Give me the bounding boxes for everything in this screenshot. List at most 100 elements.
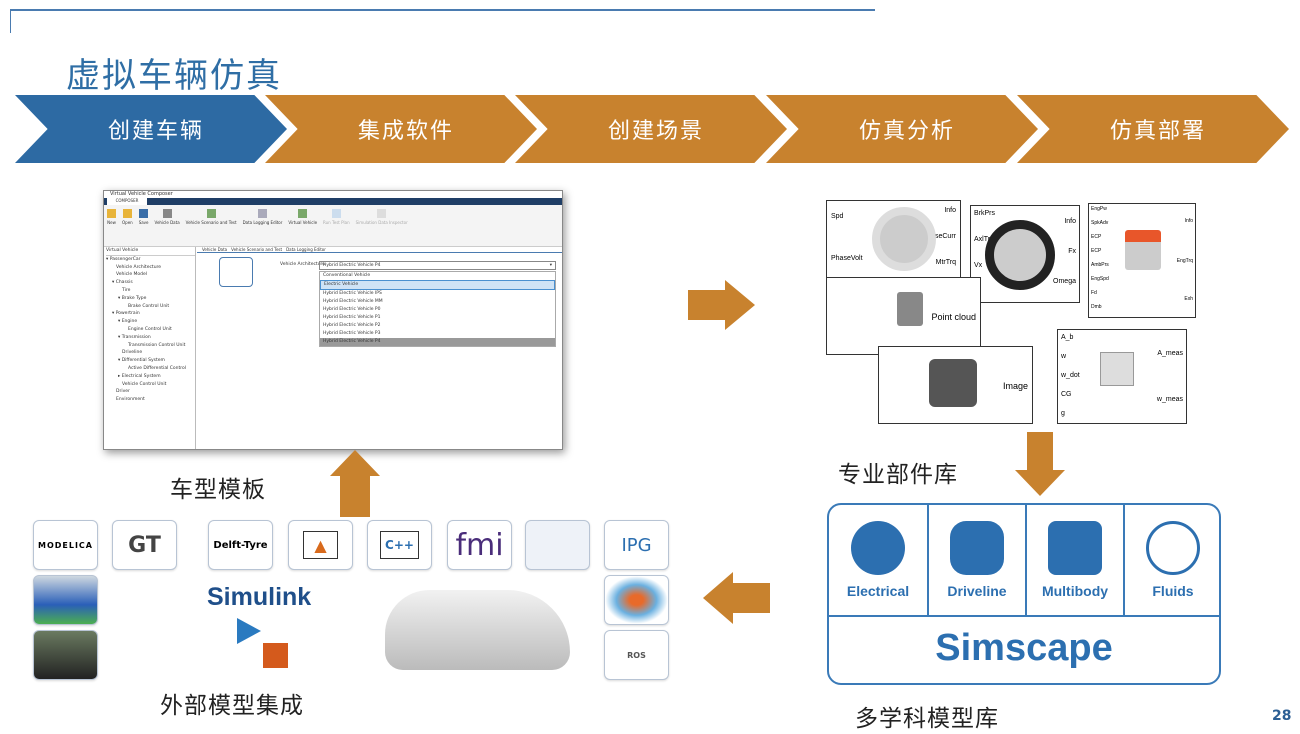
- camera-block: Image: [878, 346, 1033, 424]
- logo-gt: GT: [112, 520, 177, 570]
- field-label: Vehicle Architecture: [280, 262, 326, 267]
- simscape-title: Simscape: [935, 627, 1113, 669]
- subtabs: Vehicle Data Vehicle Scenario and Test D…: [197, 247, 562, 253]
- tree-item[interactable]: ▾ Powertrain: [112, 311, 140, 317]
- divider: [829, 615, 1219, 617]
- engine-block: EngPw SpkAdv ECP ECP AmbPrs EngSpd Fd Dm…: [1088, 203, 1196, 318]
- domain-fluids: Fluids: [1123, 505, 1221, 615]
- tree-item[interactable]: ▾ Differential System: [118, 358, 165, 364]
- simscape-panel: Electrical Driveline Multibody Fluids Si…: [827, 503, 1221, 685]
- slide-title: 虚拟车辆仿真: [66, 56, 282, 96]
- motor-block: Spd PhaseVolt Info PhaseCurr MtrTrq: [826, 200, 961, 280]
- document-thumbnail: [525, 520, 590, 570]
- imu-block: A_b w w_dot CG g A_meas w_meas: [1057, 329, 1187, 424]
- tree-item[interactable]: Environment: [116, 397, 145, 403]
- step-label: 仿真部署: [1109, 119, 1206, 144]
- tree-item[interactable]: Brake Control Unit: [128, 303, 170, 309]
- chassis-icon: [219, 257, 253, 287]
- tree-item[interactable]: Vehicle Control Unit: [122, 381, 167, 387]
- arrow-right-icon: [725, 280, 755, 330]
- wheel-icon: [985, 220, 1055, 290]
- arrow-up-icon: [330, 450, 380, 476]
- option[interactable]: Hybrid Electric Vehicle P2: [323, 323, 381, 328]
- ribbon-sdi[interactable]: Simulation Data Inspector: [356, 209, 408, 242]
- option[interactable]: Hybrid Electric Vehicle P1: [323, 315, 381, 320]
- tree-item[interactable]: ▾ Transmission: [118, 334, 151, 340]
- lidar-block: Point cloud: [826, 277, 981, 355]
- label-vehicle-templates: 车型模板: [170, 477, 266, 503]
- car-xray-image: [385, 590, 570, 670]
- ribbon-new[interactable]: New: [107, 209, 116, 242]
- scene-thumbnail-car: [33, 575, 98, 625]
- ros-thumbnail: ROS: [604, 630, 669, 680]
- option[interactable]: Hybrid Electric Vehicle P3: [323, 331, 381, 336]
- subtab-logging[interactable]: Data Logging Editor: [286, 247, 326, 252]
- tree-item[interactable]: ▸ Electrical System: [118, 373, 161, 379]
- ribbon-save[interactable]: Save: [139, 209, 149, 242]
- ribbon-virtual-vehicle[interactable]: Virtual Vehicle: [288, 209, 317, 242]
- lidar-icon: [897, 292, 923, 326]
- ribbon-tabbar: COMPOSER: [104, 198, 562, 205]
- page-number: 28: [1272, 708, 1292, 724]
- top-rule-tick: [10, 9, 11, 33]
- logo-modelica: MODELICA: [33, 520, 98, 570]
- option[interactable]: Hybrid Electric Vehicle P0: [323, 307, 381, 312]
- scene-thumbnail-road: [33, 630, 98, 680]
- step-create-scenario: 创建场景: [515, 95, 787, 163]
- tree-item[interactable]: Vehicle Model: [116, 272, 148, 278]
- vehicle-architecture-dropdown[interactable]: Hybrid Electric Vehicle P4▾: [319, 261, 556, 270]
- step-create-vehicle: 创建车辆: [15, 95, 287, 163]
- tree-item[interactable]: Engine Control Unit: [128, 326, 172, 332]
- step-label: 创建车辆: [107, 119, 204, 144]
- domain-electrical: Electrical: [829, 505, 927, 615]
- subtab-scenario[interactable]: Vehicle Scenario and Test: [231, 247, 283, 252]
- gear-icon: [950, 521, 1004, 575]
- arrow-down-icon: [1015, 470, 1065, 496]
- option[interactable]: Hybrid Electric Vehicle IPS: [323, 291, 382, 296]
- label-external-integration: 外部模型集成: [160, 693, 304, 719]
- ribbon-data-logging[interactable]: Data Logging Editor: [243, 209, 282, 242]
- step-label: 创建场景: [607, 119, 704, 144]
- electrical-icon: [851, 521, 905, 575]
- ribbon-vehicle-scenario[interactable]: Vehicle Scenario and Test: [186, 209, 237, 242]
- window-title: Virtual Vehicle Composer: [110, 191, 173, 197]
- label-multidomain-library: 多学科模型库: [855, 706, 999, 732]
- ribbon-open[interactable]: Open: [122, 209, 133, 242]
- tree-item[interactable]: ▾ PassengerCar: [106, 256, 141, 262]
- tree-header: Virtual Vehicle: [106, 247, 195, 256]
- tree-item[interactable]: Driveline: [122, 350, 143, 356]
- arrow-down-shaft: [1027, 432, 1053, 472]
- ribbon-vehicle-data[interactable]: Vehicle Data: [155, 209, 180, 242]
- option[interactable]: Electric Vehicle: [320, 280, 555, 290]
- tree-item[interactable]: ▾ Chassis: [112, 280, 133, 286]
- label-component-library: 专业部件库: [838, 462, 958, 488]
- fan-icon: [1146, 521, 1200, 575]
- option[interactable]: Conventional Vehicle: [323, 273, 371, 278]
- subtab-vehicle-data[interactable]: Vehicle Data: [202, 247, 228, 252]
- step-deployment: 仿真部署: [1017, 95, 1289, 163]
- ribbon: New Open Save Vehicle Data Vehicle Scena…: [104, 205, 562, 247]
- gain-block-icon: [237, 618, 261, 644]
- tab-composer[interactable]: COMPOSER: [107, 198, 147, 205]
- matlab-icon: ▲: [303, 531, 338, 559]
- arrow-left-icon: [703, 572, 733, 624]
- option[interactable]: Hybrid Electric Vehicle MM: [323, 299, 383, 304]
- tree-item[interactable]: ▾ Engine: [118, 319, 138, 325]
- tree-item[interactable]: Tire: [122, 287, 131, 293]
- option[interactable]: Hybrid Electric Vehicle P4: [320, 338, 555, 346]
- robot-arm-icon: [1048, 521, 1102, 575]
- domain-multibody: Multibody: [1025, 505, 1123, 615]
- logo-fmi: fmi: [447, 520, 512, 570]
- tree-item[interactable]: Driver: [116, 389, 130, 395]
- tree-item[interactable]: ▾ Brake Type: [118, 295, 147, 301]
- logo-cpp: C++: [367, 520, 432, 570]
- arrow-up-shaft: [340, 475, 370, 517]
- tree-item[interactable]: Transmission Control Unit: [128, 342, 186, 348]
- dropdown-options: Conventional Vehicle Electric Vehicle Hy…: [319, 271, 556, 347]
- tree-item[interactable]: Active Differential Control: [128, 365, 187, 371]
- tree-item[interactable]: Vehicle Architecture: [116, 264, 162, 270]
- step-label: 集成软件: [357, 119, 454, 144]
- logo-ipg: IPG: [604, 520, 669, 570]
- ribbon-run-test-plan[interactable]: Run Test Plan: [323, 209, 350, 242]
- simulink-label: Simulink: [207, 583, 312, 611]
